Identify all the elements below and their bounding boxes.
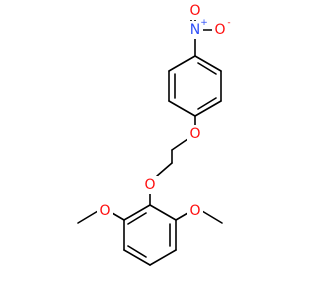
- atom-mask: [187, 2, 203, 20]
- molecule-structure-diagram: O N + O - O O O O: [77, 2, 231, 266]
- nitro-nitrogen-label: N: [190, 22, 200, 38]
- bond-line: [197, 97, 217, 110]
- bond-line: [123, 204, 151, 221]
- bond-line: [149, 249, 177, 266]
- atom-mask: [187, 125, 203, 143]
- ether-oxygen-lower-label: O: [144, 177, 155, 193]
- atom-mask: [97, 202, 113, 220]
- nitro-oxygen-right-charge: -: [227, 18, 230, 28]
- nitro-nitrogen-charge: +: [200, 18, 208, 28]
- nitro-oxygen-top-label: O: [189, 3, 200, 19]
- bond-line: [149, 204, 177, 221]
- bond-line: [156, 162, 173, 177]
- bond-line: [171, 138, 189, 151]
- bond-line: [77, 210, 99, 224]
- atom-mask: [187, 202, 203, 220]
- bond-line: [175, 212, 189, 221]
- bond-line: [127, 212, 147, 225]
- atom-mask: [142, 176, 158, 194]
- bond-line: [111, 212, 125, 221]
- bond-line: [201, 210, 223, 224]
- nitro-oxygen-right-label: O: [214, 22, 225, 38]
- bond-line: [168, 55, 196, 72]
- bond-line: [194, 100, 222, 117]
- methoxy-oxygen-left-label: O: [99, 203, 110, 219]
- ether-oxygen-upper-label: O: [189, 126, 200, 142]
- methoxy-oxygen-right-label: O: [189, 203, 200, 219]
- bond-line: [197, 62, 217, 75]
- atom-mask: [187, 21, 203, 39]
- bond-line: [168, 100, 196, 117]
- bond-line: [127, 245, 147, 258]
- atom-label-layer: O N + O - O O O O: [97, 2, 231, 220]
- bond-layer: [77, 18, 223, 266]
- atom-mask: [212, 21, 228, 39]
- bond-line: [194, 55, 222, 72]
- bond-line: [123, 249, 151, 266]
